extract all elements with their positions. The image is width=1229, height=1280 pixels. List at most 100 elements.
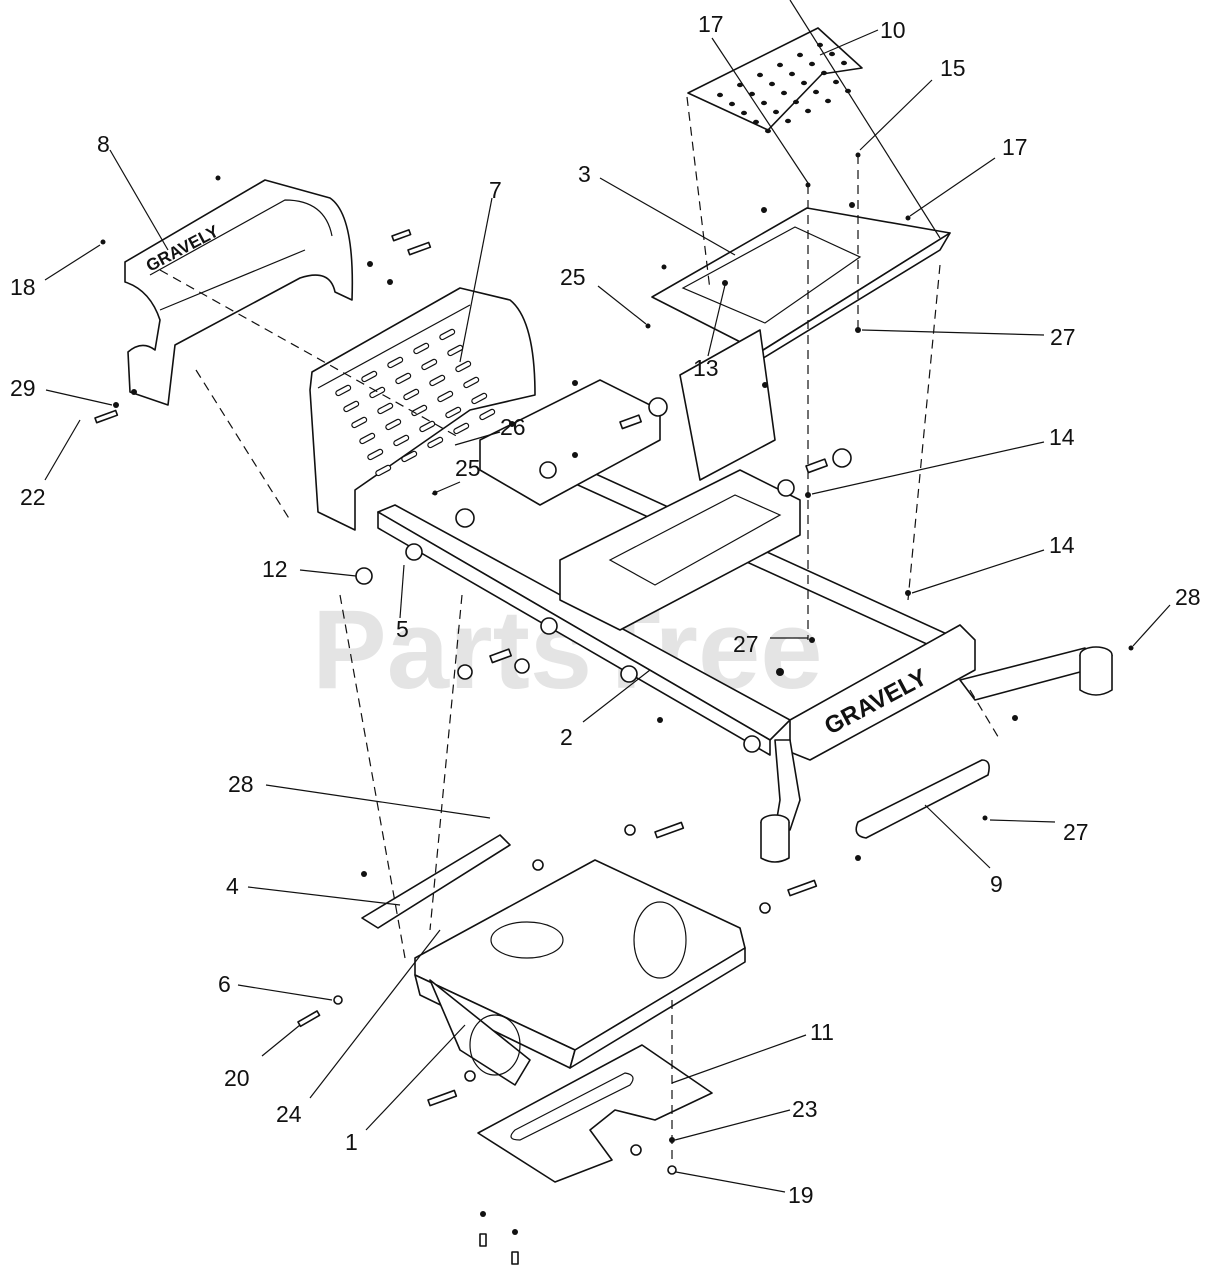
callout-27: 27	[1050, 324, 1076, 350]
panel-slot	[479, 408, 496, 421]
panel-slot	[427, 436, 444, 449]
perforation-hole	[809, 61, 815, 67]
callout-23: 23	[792, 1096, 818, 1122]
alignment-lines	[159, 96, 1001, 1160]
part-2-main-frame: GRAVELY	[377, 329, 1113, 863]
callout-25: 25	[560, 264, 586, 290]
panel-slot	[453, 422, 470, 435]
callout-29: 29	[10, 375, 36, 401]
callout-1: 1	[345, 1129, 358, 1155]
callout-19: 19	[788, 1182, 814, 1208]
part-1-subframe	[414, 859, 746, 1086]
callout-3: 3	[578, 161, 591, 187]
panel-slot	[445, 406, 462, 419]
perforation-hole	[841, 60, 847, 66]
part-9-tube	[855, 759, 990, 839]
callout-28: 28	[1175, 584, 1201, 610]
panel-slot	[369, 386, 386, 399]
panel-slot	[387, 356, 404, 369]
panel-slot	[375, 464, 392, 477]
perforation-hole	[797, 52, 803, 58]
callout-24: 24	[276, 1101, 302, 1127]
callout-6: 6	[218, 971, 231, 997]
panel-slot	[393, 434, 410, 447]
panel-slot	[471, 392, 488, 405]
panel-slot	[421, 358, 438, 371]
callout-13: 13	[693, 355, 719, 381]
leader-lines	[44, 29, 1171, 1193]
panel-slot	[413, 342, 430, 355]
callout-2: 2	[560, 724, 573, 750]
callout-17: 17	[1002, 134, 1028, 160]
panel-slot	[437, 390, 454, 403]
panel-slot	[447, 344, 464, 357]
part-8-rear-shield: GRAVELY	[124, 179, 354, 406]
perforation-hole	[813, 89, 819, 95]
perforation-hole	[805, 108, 811, 114]
panel-slot	[419, 420, 436, 433]
perforation-hole	[753, 119, 759, 125]
part-10-step-plate	[687, 27, 863, 134]
perforation-hole	[741, 110, 747, 116]
panel-slot	[335, 384, 352, 397]
perforation-hole	[765, 128, 771, 134]
callout-25: 25	[455, 455, 481, 481]
perforation-hole	[829, 51, 835, 57]
perforation-hole	[761, 100, 767, 106]
panel-slot	[367, 448, 384, 461]
callout-14: 14	[1049, 424, 1075, 450]
callout-10: 10	[880, 17, 906, 43]
callout-22: 22	[20, 484, 46, 510]
callout-27: 27	[733, 631, 759, 657]
perforation-hole	[729, 101, 735, 107]
panel-slot	[401, 450, 418, 463]
callout-15: 15	[940, 55, 966, 81]
perforation-hole	[825, 98, 831, 104]
panel-slot	[343, 400, 360, 413]
perforation-hole	[833, 79, 839, 85]
panel-slot	[359, 432, 376, 445]
callout-20: 20	[224, 1065, 250, 1091]
callout-17: 17	[698, 11, 724, 37]
callout-4: 4	[226, 873, 239, 899]
panel-slot	[351, 416, 368, 429]
callout-18: 18	[10, 274, 36, 300]
perforation-hole	[789, 71, 795, 77]
part-11-base-plate	[477, 1044, 713, 1183]
panel-slot	[463, 376, 480, 389]
panel-slot	[439, 328, 456, 341]
part-4-strip	[361, 834, 511, 929]
callout-26: 26	[500, 414, 526, 440]
perforation-hole	[793, 99, 799, 105]
callout-5: 5	[396, 616, 409, 642]
panel-slot	[361, 370, 378, 383]
panel-slot	[395, 372, 412, 385]
callout-14: 14	[1049, 532, 1075, 558]
callout-11: 11	[810, 1019, 834, 1045]
hardware	[94, 152, 1134, 1265]
callout-12: 12	[262, 556, 288, 582]
perforation-hole	[781, 90, 787, 96]
perforation-hole	[769, 81, 775, 87]
perforation-hole	[773, 109, 779, 115]
panel-slot	[385, 418, 402, 431]
callout-7: 7	[489, 177, 502, 203]
panel-slot	[377, 402, 394, 415]
callouts: 10 17 15 17 3 8 7 18 25 27 13 29 26 14 2…	[10, 11, 1201, 1208]
part-7-seat-panel	[309, 287, 536, 531]
callout-27: 27	[1063, 819, 1089, 845]
callout-9: 9	[990, 871, 1003, 897]
panel-slot	[429, 374, 446, 387]
panel-slot	[403, 388, 420, 401]
perforation-hole	[821, 70, 827, 76]
panel-slot	[455, 360, 472, 373]
perforation-hole	[717, 92, 723, 98]
callout-8: 8	[97, 131, 110, 157]
perforation-hole	[757, 72, 763, 78]
perforation-hole	[737, 82, 743, 88]
perforation-hole	[785, 118, 791, 124]
callout-28: 28	[228, 771, 254, 797]
perforation-hole	[777, 62, 783, 68]
perforation-hole	[801, 80, 807, 86]
